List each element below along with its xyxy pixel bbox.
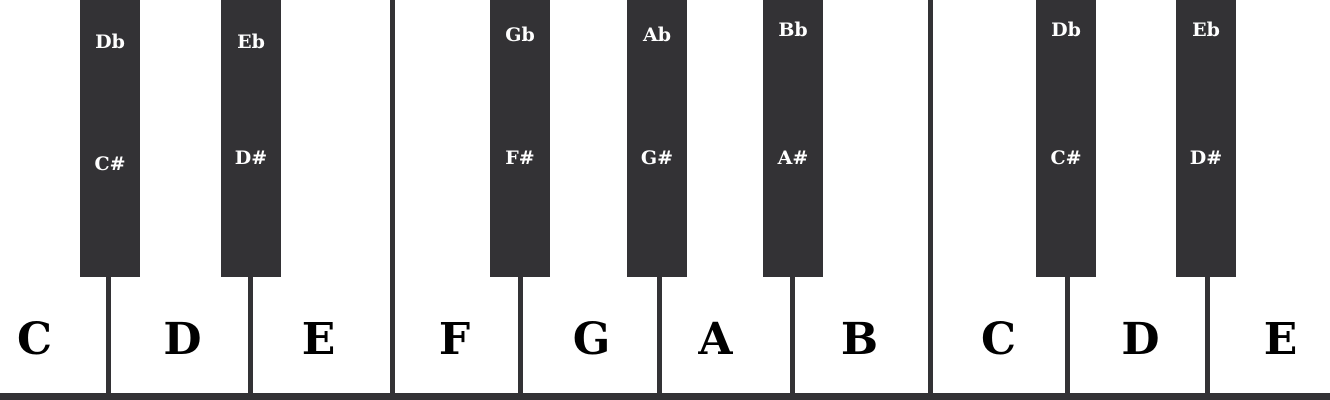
key-divider (1205, 270, 1210, 400)
black-key-db2[interactable]: Db C# (1036, 0, 1096, 277)
key-divider (1065, 270, 1070, 400)
white-key-g[interactable]: G (572, 314, 611, 365)
white-key-d2[interactable]: D (1121, 314, 1159, 365)
black-key-gb[interactable]: Gb F# (490, 0, 550, 277)
black-key-ab[interactable]: Ab G# (627, 0, 687, 277)
flat-label: Bb (778, 19, 808, 41)
key-divider (657, 270, 662, 400)
white-key-e[interactable]: E (301, 314, 336, 365)
key-divider (790, 270, 795, 400)
key-divider (390, 0, 395, 400)
sharp-label: D# (234, 147, 268, 169)
flat-label: Eb (237, 31, 265, 53)
white-key-e2[interactable]: E (1263, 314, 1298, 365)
sharp-label: F# (505, 147, 535, 169)
sharp-label: A# (777, 147, 809, 169)
white-key-c[interactable]: C (16, 314, 52, 365)
black-key-bb[interactable]: Bb A# (763, 0, 823, 277)
key-divider (518, 270, 523, 400)
key-divider (928, 0, 933, 400)
white-key-a[interactable]: A (698, 314, 732, 365)
flat-label: Db (1051, 19, 1081, 41)
flat-label: Ab (642, 24, 672, 46)
flat-label: Db (95, 31, 125, 53)
keyboard-bottom-edge (0, 393, 1330, 400)
black-key-eb[interactable]: Eb D# (221, 0, 281, 277)
sharp-label: D# (1189, 147, 1223, 169)
white-key-f[interactable]: F (438, 314, 470, 365)
black-key-db[interactable]: Db C# (80, 0, 140, 277)
key-divider (248, 270, 253, 400)
flat-label: Gb (505, 24, 535, 46)
flat-label: Eb (1192, 19, 1220, 41)
sharp-label: C# (1050, 147, 1082, 169)
key-divider (106, 270, 111, 400)
black-key-eb2[interactable]: Eb D# (1176, 0, 1236, 277)
white-key-d[interactable]: D (163, 314, 201, 365)
white-key-c2[interactable]: C (980, 314, 1016, 365)
sharp-label: G# (640, 147, 674, 169)
white-key-b[interactable]: B (840, 314, 878, 365)
sharp-label: C# (94, 153, 126, 175)
